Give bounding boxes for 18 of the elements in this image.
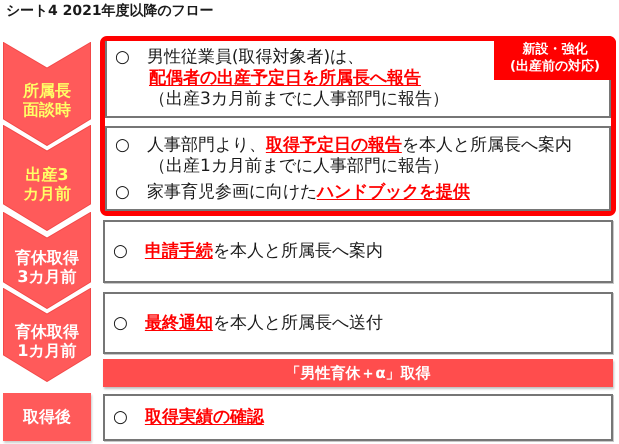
- task-panel: [105, 41, 494, 118]
- page-title: シート4 2021年度以降のフロー: [6, 3, 214, 20]
- stage-label: 育休取得1カ月前: [3, 288, 91, 382]
- task-panel: [105, 126, 611, 211]
- bullet-text: ○ 男性従業員(取得対象者)は、配偶者の出産予定日を所属長へ報告（出産3カ月前までに人事部門に報告）: [115, 47, 450, 110]
- bullet-text: ○ 人事部門より、取得予定日の報告を本人と所属長へ案内（出産1カ月前までに人事部門に報告）: [115, 134, 573, 176]
- task-panel: [103, 292, 613, 354]
- task-panel: [103, 220, 613, 283]
- bullet-text: ○ 取得実績の確認: [113, 407, 266, 428]
- stage-label: 出産3カ月前: [3, 125, 91, 231]
- highlight-tag: 新設・強化(出産前の対応): [494, 36, 616, 80]
- bullet-text: ○ 申請手続を本人と所属長へ案内: [113, 241, 384, 262]
- bullet-text: ○ 家事育児参画に向けたハンドブックを提供: [115, 182, 471, 202]
- milestone-banner: 「男性育休＋α」取得: [103, 359, 613, 387]
- highlight-frame: [100, 36, 616, 216]
- bullet-text: ○ 最終通知を本人と所属長へ送付: [113, 312, 384, 334]
- task-panel: [103, 394, 613, 441]
- stage-label: 取得後: [3, 393, 91, 441]
